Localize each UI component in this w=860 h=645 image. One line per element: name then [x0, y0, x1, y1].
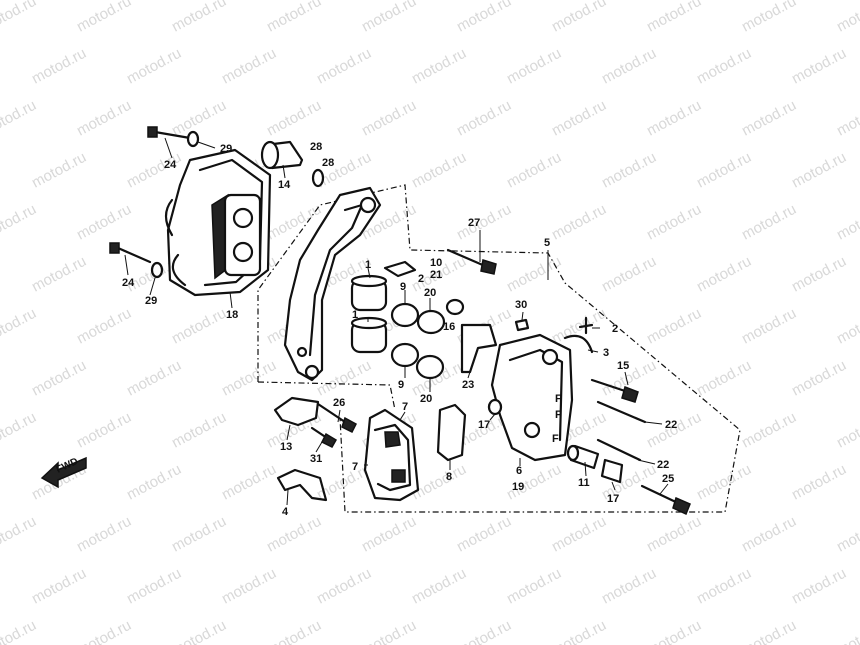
- set-screw: [514, 318, 530, 332]
- callout-21: 21: [430, 269, 442, 281]
- dust-seal-lower: [415, 354, 445, 380]
- callout-8: 8: [446, 471, 452, 483]
- callout-16: 16: [443, 321, 455, 333]
- callout-7: 7: [352, 461, 358, 473]
- pad-retainer: [273, 396, 320, 427]
- dust-seal-upper: [416, 309, 446, 335]
- callout-1: 1: [352, 309, 358, 321]
- piston-lower: [350, 316, 388, 354]
- callout-30: 30: [515, 299, 527, 311]
- caliper-bracket: [283, 186, 382, 382]
- leader-lines: [124, 137, 669, 506]
- callout-29: 29: [145, 295, 157, 307]
- small-bolt: [310, 426, 338, 448]
- piston-seal-upper: [390, 302, 420, 328]
- bleeder-screw: [578, 316, 594, 335]
- boot-upper: [487, 398, 503, 416]
- callout-25: 25: [662, 473, 674, 485]
- pad-pin-b: [596, 438, 642, 462]
- callout-4: 4: [282, 506, 289, 518]
- callout-2: 2: [418, 273, 424, 285]
- brake-pad: [363, 408, 420, 502]
- callout-24: 24: [164, 159, 177, 171]
- callout-9: 9: [398, 379, 404, 391]
- callout-19: 19: [512, 481, 524, 493]
- callout-24: 24: [122, 277, 135, 289]
- pin-retainer-clip: [563, 334, 594, 354]
- callout-5: 5: [544, 237, 550, 249]
- pad-pin-upper: [590, 378, 639, 403]
- callout-31: 31: [310, 453, 322, 465]
- caliper-body-right: F F F: [487, 333, 574, 462]
- callout-28: 28: [322, 157, 334, 169]
- callout-13: 13: [280, 441, 292, 453]
- bolt-upper: [147, 126, 200, 148]
- callout-27: 27: [468, 217, 480, 229]
- callout-22: 22: [665, 419, 677, 431]
- callout-22: 22: [657, 459, 669, 471]
- callout-17: 17: [478, 419, 490, 431]
- piston-seal-lower: [390, 342, 420, 368]
- support-bracket: [460, 323, 498, 374]
- boot: [600, 458, 624, 484]
- callout-17: 17: [607, 493, 619, 505]
- pad-shim: [436, 403, 467, 462]
- sleeve: [566, 444, 600, 470]
- callout-6: 6: [516, 465, 522, 477]
- callout-10: 10: [430, 257, 442, 269]
- pad-pin-a: [596, 400, 647, 424]
- svg-text:F: F: [555, 409, 562, 421]
- slide-pin: [260, 140, 325, 188]
- callout-23: 23: [462, 379, 474, 391]
- callout-20: 20: [420, 393, 432, 405]
- bleeder-cap: [445, 298, 465, 316]
- sub-assembly-boundary-line: [257, 381, 396, 411]
- callout-28: 28: [310, 141, 322, 153]
- callout-2: 2: [612, 323, 618, 335]
- callout-7: 7: [402, 401, 408, 413]
- piston-upper: [350, 274, 388, 312]
- callout-3: 3: [603, 347, 609, 359]
- callout-1: 1: [365, 259, 371, 271]
- forward-direction-arrow: FWD: [40, 456, 87, 489]
- callout-labels: 24 29 24 29 18 14 28 28 1 2 10 21 9 20 1…: [122, 141, 677, 518]
- pad-spring-clip: [383, 260, 417, 278]
- callout-18: 18: [226, 309, 238, 321]
- callout-14: 14: [278, 179, 291, 191]
- caliper-assembly-left: [164, 148, 272, 297]
- bolt-lower: [109, 242, 164, 279]
- retainer-screw: [316, 402, 357, 434]
- hanger-pin: [446, 248, 497, 275]
- svg-text:F: F: [555, 393, 562, 405]
- callout-9: 9: [400, 281, 406, 293]
- svg-text:F: F: [552, 433, 559, 445]
- mounting-bolt: [640, 484, 691, 516]
- callout-11: 11: [578, 477, 590, 489]
- callout-26: 26: [333, 397, 345, 409]
- callout-29: 29: [220, 143, 232, 155]
- callout-15: 15: [617, 360, 629, 372]
- callout-20: 20: [424, 287, 436, 299]
- pad-spring: [276, 468, 328, 502]
